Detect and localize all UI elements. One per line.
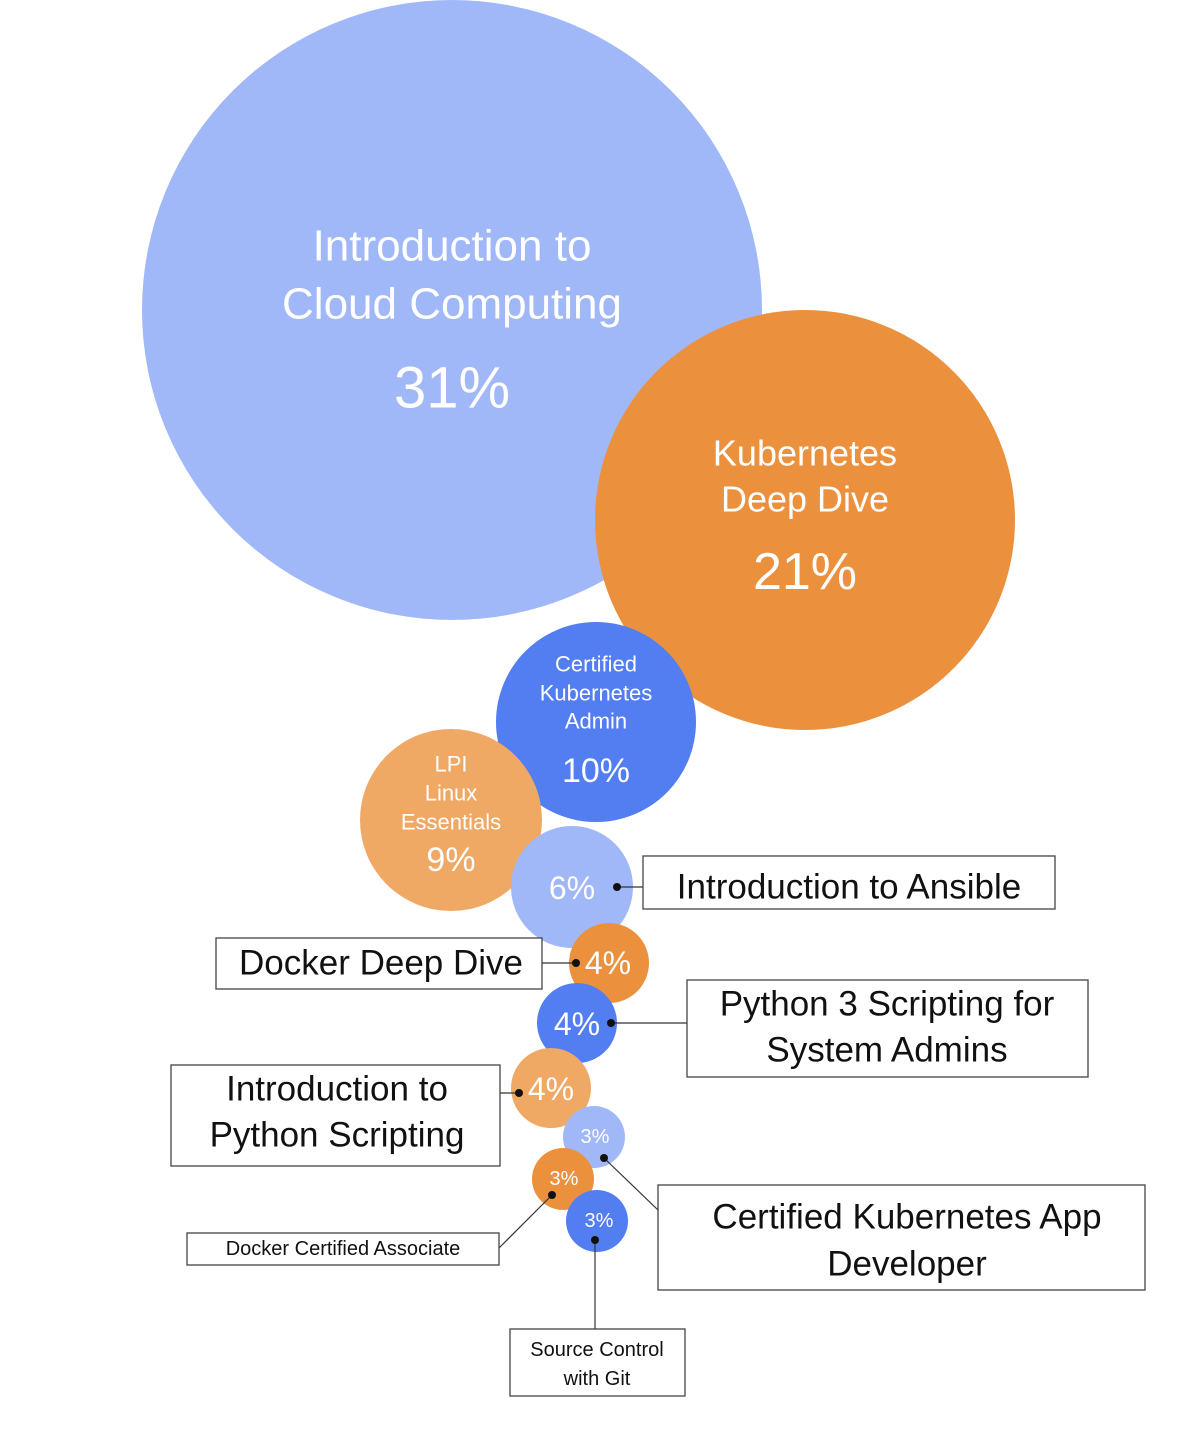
bubbles-layer: Introduction to Cloud Computing 31% Kuberne… [142,0,1015,1252]
bubble-percent-certified-kubernetes-app-developer: 3% [581,1126,610,1148]
bubble-name-kubernetes-deep-dive: Kubernetes [713,433,897,474]
leader-dot-introduction-to-ansible [613,883,621,891]
callout-label-source-control-with-git: with Git [563,1368,631,1390]
bubble-introduction-to-python-scripting [511,1048,591,1128]
bubble-name-lpi-linux-essentials: Linux [425,781,478,806]
callout-label-docker-deep-dive: Docker Deep Dive [239,944,523,983]
bubble-percent-certified-kubernetes-admin: 10% [562,752,630,790]
bubble-python-3-scripting-for-system-admins [537,983,617,1063]
callout-box-docker-deep-dive [215,937,543,990]
leader-dot-docker-certified-associate [548,1191,556,1199]
callout-box-source-control-with-git [509,1328,686,1397]
callout-label-python-3-scripting-for-system-admins: Python 3 Scripting for [720,985,1055,1024]
bubble-percent-docker-certified-associate: 3% [550,1168,579,1190]
callout-label-python-3-scripting-for-system-admins: System Admins [766,1031,1007,1070]
bubble-certified-kubernetes-admin [496,622,696,822]
bubble-name-introduction-to-cloud-computing: Cloud Computing [282,280,622,329]
bubble-docker-certified-associate [532,1148,594,1210]
bubble-docker-deep-dive [569,923,649,1003]
callout-label-introduction-to-python-scripting: Introduction to [226,1070,448,1109]
bubble-introduction-to-ansible [511,826,633,948]
leader-dot-certified-kubernetes-app-developer [600,1154,608,1162]
bubble-percent-kubernetes-deep-dive: 21% [753,543,857,601]
bubble-name-certified-kubernetes-admin: Admin [565,709,627,734]
bubble-kubernetes-deep-dive [595,310,1015,730]
bubble-source-control-with-git [566,1190,628,1252]
callout-label-certified-kubernetes-app-developer: Certified Kubernetes App [712,1198,1101,1237]
bubble-percent-lpi-linux-essentials: 9% [426,841,475,879]
bubble-name-kubernetes-deep-dive: Deep Dive [721,479,889,520]
callout-label-introduction-to-python-scripting: Python Scripting [210,1116,465,1155]
callout-box-introduction-to-python-scripting [170,1064,501,1167]
leader-dot-docker-deep-dive [572,959,580,967]
bubble-percent-docker-deep-dive: 4% [585,945,631,981]
bubble-percent-introduction-to-python-scripting: 4% [528,1071,574,1107]
callout-box-python-3-scripting-for-system-admins [686,979,1089,1078]
bubble-percent-source-control-with-git: 3% [585,1210,614,1232]
leader-line-certified-kubernetes-app-developer [603,1157,659,1211]
bubble-lpi-linux-essentials [360,729,542,911]
leader-line-docker-certified-associate [498,1194,553,1249]
callout-label-introduction-to-ansible: Introduction to Ansible [677,868,1021,907]
bubble-percent-introduction-to-ansible: 6% [549,870,595,906]
bubble-name-lpi-linux-essentials: LPI [434,752,467,777]
leader-dot-python-3-scripting-for-system-admins [607,1019,615,1027]
leader-dot-introduction-to-python-scripting [515,1089,523,1097]
bubble-name-certified-kubernetes-admin: Kubernetes [540,681,653,706]
bubble-name-lpi-linux-essentials: Essentials [401,810,501,835]
bubble-name-introduction-to-cloud-computing: Introduction to [313,222,592,271]
callout-label-docker-certified-associate: Docker Certified Associate [226,1238,461,1260]
bubble-percent-python-3-scripting-for-system-admins: 4% [554,1006,600,1042]
bubble-name-certified-kubernetes-admin: Certified [555,652,637,677]
callout-label-source-control-with-git: Source Control [530,1339,663,1361]
callout-box-docker-certified-associate [186,1232,500,1266]
leader-dot-source-control-with-git [591,1236,599,1244]
callout-box-introduction-to-ansible [642,855,1056,910]
callout-box-certified-kubernetes-app-developer [657,1184,1146,1291]
callout-label-certified-kubernetes-app-developer: Developer [827,1245,987,1284]
bubble-percent-introduction-to-cloud-computing: 31% [394,356,510,421]
